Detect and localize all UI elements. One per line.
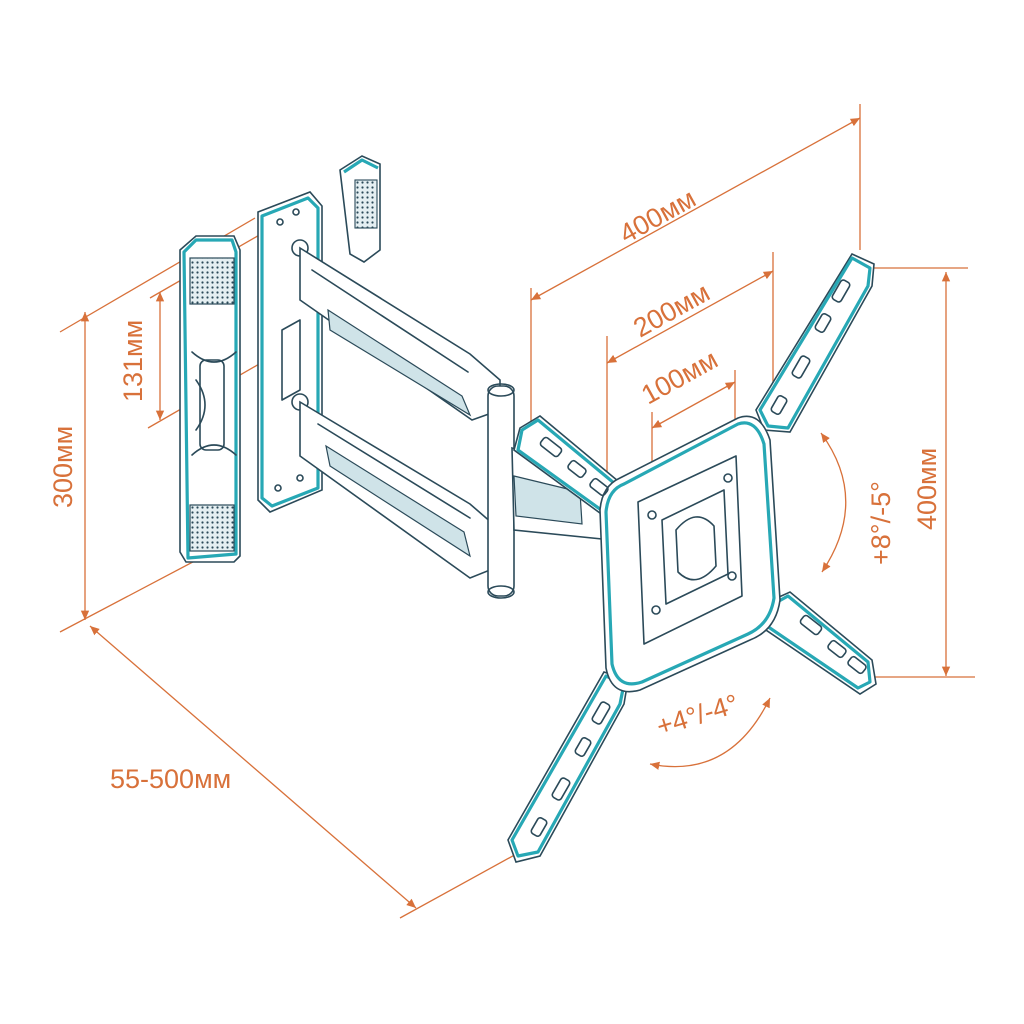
upper-arm-edge — [311, 269, 469, 373]
label-reach: 55-500мм — [110, 764, 231, 794]
tv-plate-cutout — [675, 516, 717, 581]
bracket-slot — [281, 319, 301, 401]
label-vesa-outer: 400мм — [614, 183, 700, 249]
tv-center-rim — [604, 421, 776, 686]
arm-slots — [530, 279, 867, 837]
wall-plate-contour — [191, 351, 237, 456]
tv-arm-rim — [758, 256, 872, 430]
bolt-icon — [274, 484, 282, 492]
label-tilt: +8°/-5° — [866, 481, 896, 565]
elbow-cap-icon — [487, 383, 515, 397]
mount-hole-icon — [647, 510, 657, 520]
upper-arm — [299, 246, 501, 421]
elbow-cap-icon — [487, 585, 515, 599]
label-vesa-inner: 100мм — [636, 344, 722, 410]
bolt-icon — [276, 218, 284, 226]
tv-plate-inner-frame — [637, 455, 743, 645]
bolt-icon — [292, 208, 300, 216]
dim-line-vesa-outer — [530, 117, 861, 301]
dim-line-vesa-mid — [606, 270, 774, 364]
lower-arm-edge — [317, 423, 471, 519]
clip-grip — [354, 179, 378, 229]
wall-plate-top-grip — [189, 257, 235, 305]
bolt-icon — [296, 474, 304, 482]
wall-plate — [179, 235, 241, 563]
mount-hole-icon — [651, 605, 661, 615]
bracket-rim — [260, 196, 320, 508]
label-wall-inner: 131мм — [118, 320, 148, 402]
label-vertical-span: 400мм — [912, 448, 942, 530]
wall-plate-bottom-grip — [189, 504, 235, 552]
wall-plate-rim — [182, 238, 238, 560]
dim-line-vesa-inner — [651, 381, 736, 429]
upper-arm-mesh — [327, 308, 472, 417]
mount-hole-icon — [727, 571, 737, 581]
front-arm-mesh — [513, 475, 583, 525]
mount-hole-icon — [723, 473, 733, 483]
clip-rim — [343, 158, 379, 174]
dim-line-reach — [89, 625, 417, 909]
label-swivel: +4°/-4° — [653, 689, 742, 742]
elbow-pillar — [487, 385, 515, 597]
tv-arm-top-right — [755, 252, 875, 433]
ext-line — [399, 851, 521, 919]
tv-center-plate — [599, 415, 781, 693]
tv-bracket — [507, 252, 877, 863]
lower-arm — [299, 400, 501, 579]
tilt-arc — [820, 432, 847, 573]
label-wall-height: 300мм — [48, 426, 78, 508]
label-vesa-mid: 200мм — [628, 277, 714, 343]
lower-arm-mesh — [325, 444, 471, 558]
articulating-arm — [299, 246, 613, 599]
wall-plate-recess — [199, 359, 225, 451]
swivel-arc — [649, 697, 771, 770]
wall-plate-body — [179, 235, 241, 563]
tv-arm-bottom-left — [507, 671, 629, 863]
